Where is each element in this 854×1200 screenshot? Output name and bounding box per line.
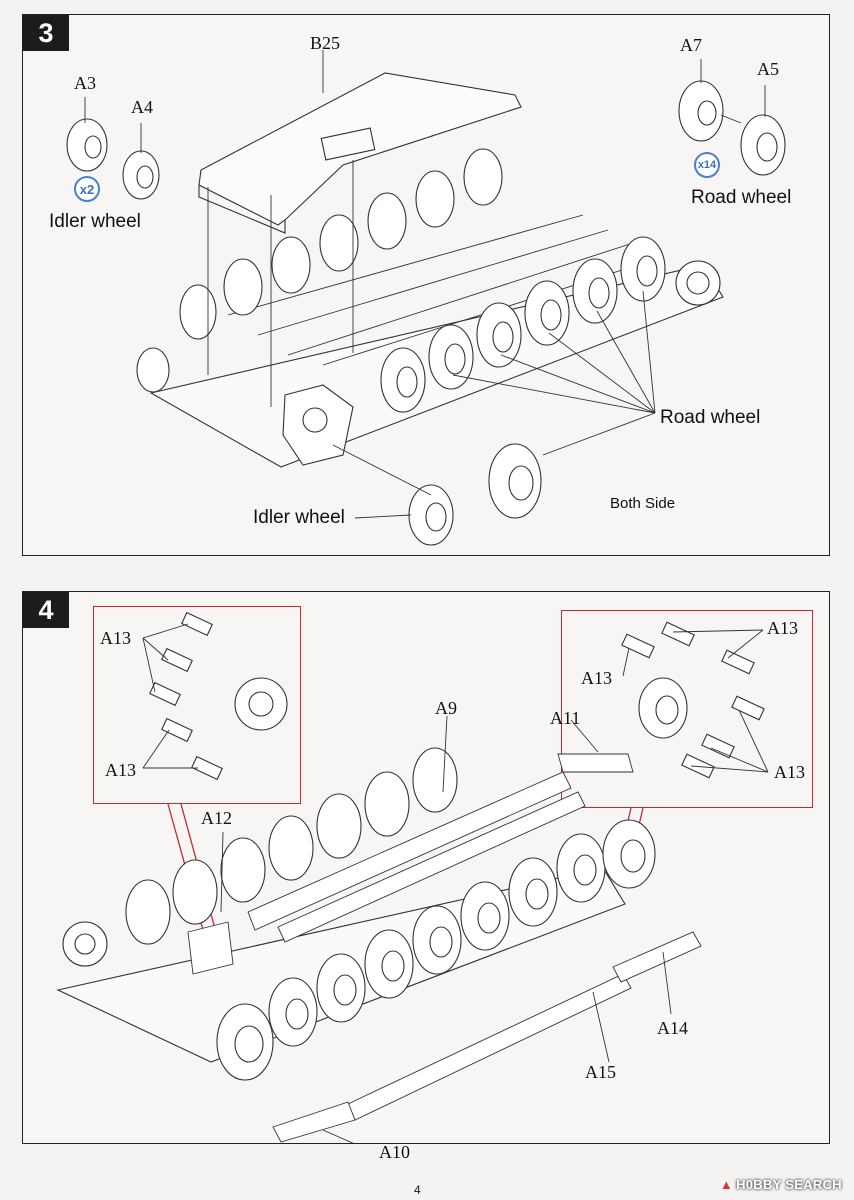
part-label-a13: A13 — [767, 618, 798, 638]
part-label-a5: A5 — [757, 59, 779, 79]
part-label-a11: A11 — [550, 708, 581, 728]
detail-frame-sprocket — [93, 606, 301, 804]
part-label-a12: A12 — [201, 808, 232, 828]
caption-idler-wheel-bottom: Idler wheel — [253, 507, 345, 528]
step-number-badge: 3 — [23, 15, 69, 51]
part-label-a3: A3 — [74, 73, 96, 93]
part-label-a13: A13 — [581, 668, 612, 688]
quantity-badge-road: x14 — [694, 152, 720, 178]
part-label-a9: A9 — [435, 698, 457, 718]
caption-road-wheel-top: Road wheel — [691, 187, 792, 208]
caption-both-side: Both Side — [610, 495, 676, 512]
page-number: 4 — [414, 1183, 421, 1197]
part-label-a4: A4 — [131, 97, 153, 117]
part-label-a7: A7 — [680, 35, 702, 55]
step-number-badge: 4 — [23, 592, 69, 628]
part-label-a15: A15 — [585, 1062, 616, 1082]
part-label-a13: A13 — [100, 628, 131, 648]
caption-road-wheel-mid: Road wheel — [660, 407, 761, 428]
quantity-badge-idler: x2 — [74, 176, 100, 202]
step-4-panel: 4 — [22, 591, 830, 1162]
part-label-b25: B25 — [310, 33, 341, 53]
part-label-a14: A14 — [657, 1018, 688, 1038]
part-label-a13: A13 — [774, 762, 805, 782]
step-3-panel: 3 — [22, 14, 830, 556]
step-4-illustration — [56, 611, 769, 1143]
watermark: ▲H0BBY SEARCH — [720, 1177, 842, 1192]
part-label-a13: A13 — [105, 760, 136, 780]
caption-idler-wheel-top: Idler wheel — [49, 211, 141, 232]
detail-frame-idler — [561, 610, 813, 808]
watermark-text: H0BBY SEARCH — [736, 1177, 842, 1192]
hobby-search-logo-icon: ▲ — [719, 1177, 734, 1192]
part-label-a10: A10 — [379, 1142, 410, 1162]
step-3-illustration — [66, 50, 786, 546]
